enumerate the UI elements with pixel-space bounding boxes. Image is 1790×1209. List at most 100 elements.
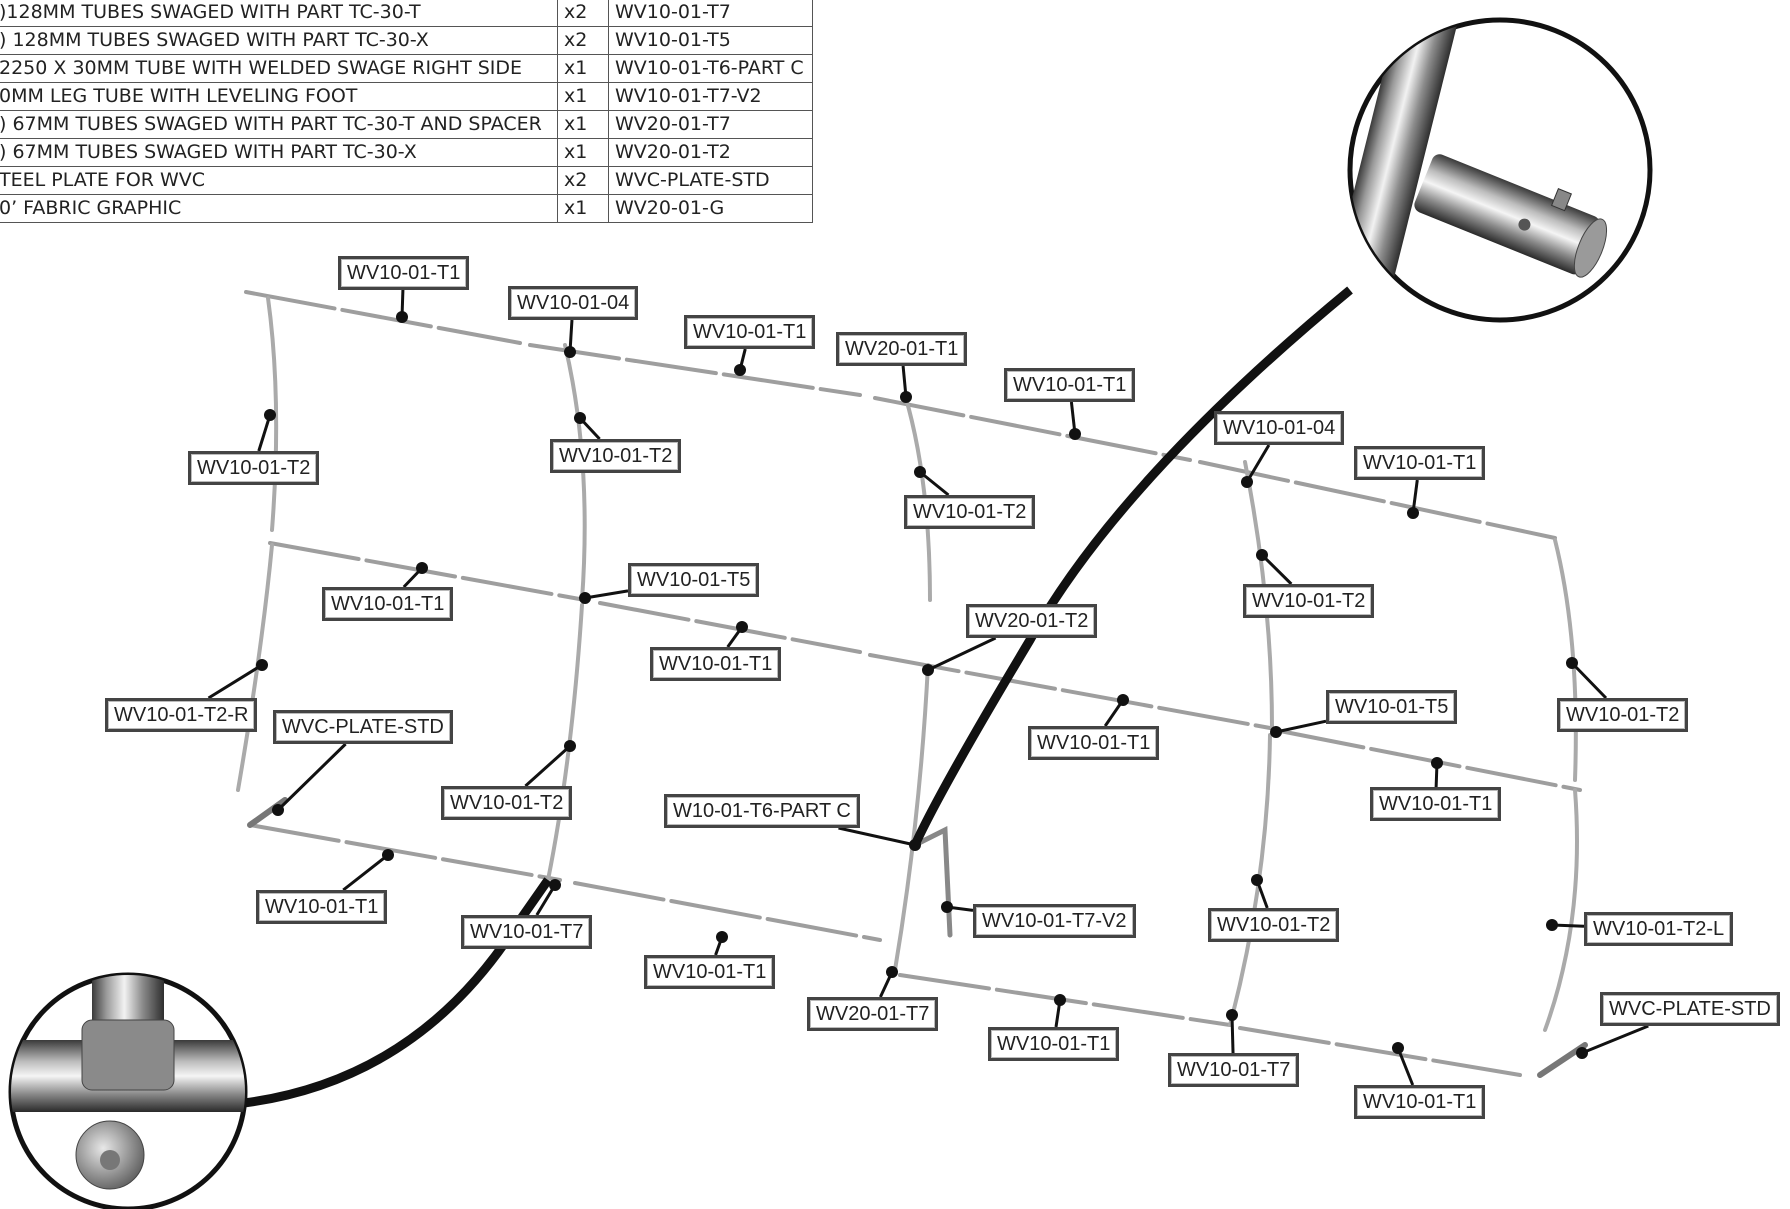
callout-label: WV10-01-T5 [1326,690,1458,724]
callout-label: WV20-01-T1 [836,332,968,366]
part-quantity: x2 [557,0,609,27]
leader-dot [900,391,912,403]
parts-table-row: 2250 X 30MM TUBE WITH WELDED SWAGE RIGHT… [0,54,813,83]
leader-dot [1546,919,1558,931]
part-description: ) 67MM TUBES SWAGED WITH PART TC-30-T AN… [0,110,558,139]
leader-line [927,636,997,672]
leader-dot [1054,994,1066,1006]
frame-tubes [236,290,1588,1078]
leader-dot [1256,549,1268,561]
callout-label: WV10-01-T7-V2 [973,904,1136,938]
leader-line [1230,1014,1235,1054]
callout-label: WV10-01-T7 [1168,1053,1300,1087]
leader-dot [1226,1009,1238,1021]
detail-circle-clamp [8,972,248,1209]
leader-dot [382,849,394,861]
part-description: 0MM LEG TUBE WITH LEVELING FOOT [0,82,558,111]
part-description: ) 128MM TUBES SWAGED WITH PART TC-30-X [0,26,558,55]
leader-line [1570,661,1608,700]
leader-line [257,414,272,452]
leader-dot [256,659,268,671]
part-number: WV10-01-T7-V2 [608,82,813,111]
leader-dot [579,592,591,604]
parts-table-row: ) 67MM TUBES SWAGED WITH PART TC-30-T AN… [0,110,813,139]
leader-dot [564,740,576,752]
callout-label: WV10-01-T5 [628,563,760,597]
part-quantity: x1 [557,82,609,111]
leader-dot [1117,694,1129,706]
part-quantity: x2 [557,166,609,195]
tube-top-rail [244,290,1557,540]
part-description: TEEL PLATE FOR WVC [0,166,558,195]
callout-label: WV10-01-T1 [650,647,782,681]
callout-label: WV10-01-T1 [1354,1085,1486,1119]
part-number: WV10-01-T5 [608,26,813,55]
callout-label: WVC-PLATE-STD [273,710,453,744]
leader-dot [909,839,921,851]
callout-label: WV10-01-T1 [1028,726,1160,760]
leader-line [584,589,629,600]
callout-label: WV10-01-T2-L [1584,912,1734,946]
part-quantity: x1 [557,110,609,139]
leader-line [1275,719,1327,734]
part-quantity: x1 [557,138,609,167]
leader-line [1581,1024,1649,1055]
leader-dot [734,364,746,376]
leader-line [276,742,347,812]
part-quantity: x1 [557,194,609,223]
callout-label: WV10-01-04 [1214,411,1345,445]
leader-dot [272,804,284,816]
leader-line [1396,1047,1415,1086]
leader-dot [914,466,926,478]
callout-label: WV10-01-T1 [684,315,816,349]
leader-dot [564,346,576,358]
part-number: WV10-01-T6-PART C [608,54,813,83]
leader-line [1245,444,1271,483]
leader-line [838,826,916,847]
leader-line [1260,553,1293,586]
part-number: WV20-01-G [608,194,813,223]
callout-label: WV10-01-T1 [1370,787,1502,821]
tube-vertical-3 [893,393,932,972]
tube-vertical-1 [236,296,279,792]
leader-dot [1431,757,1443,769]
part-description: )128MM TUBES SWAGED WITH PART TC-30-T [0,0,558,27]
callout-label: WVC-PLATE-STD [1600,992,1780,1026]
leader-line [919,470,950,497]
callout-label: WV10-01-T1 [322,587,454,621]
callout-leaders [207,289,1649,1086]
leader-dot [922,664,934,676]
leader-dot [549,879,561,891]
leader-dot [1576,1047,1588,1059]
leader-dot [396,311,408,323]
callout-label: WV10-01-T1 [644,955,776,989]
callout-label: WV10-01-04 [508,286,639,320]
leader-dot [1241,476,1253,488]
callout-label: WV10-01-T1 [338,256,470,290]
leader-dot [1392,1042,1404,1054]
tube-middle-rail [268,541,1582,792]
leader-dot [1566,657,1578,669]
part-description: 2250 X 30MM TUBE WITH WELDED SWAGE RIGHT… [0,54,558,83]
callout-label: WV10-01-T1 [256,890,388,924]
leader-dot [886,966,898,978]
leader-line [524,744,572,788]
part-quantity: x1 [557,54,609,83]
tube-vertical-5 [1543,538,1579,1032]
callout-label: WV10-01-T7 [461,915,593,949]
callout-label: WV10-01-T2 [1557,698,1689,732]
part-description: ) 67MM TUBES SWAGED WITH PART TC-30-X [0,138,558,167]
callout-label: W10-01-T6-PART C [664,794,860,828]
callout-label: WV10-01-T2 [1208,908,1340,942]
part-quantity: x2 [557,26,609,55]
part-number: WV20-01-T2 [608,138,813,167]
callout-label: WV10-01-T2 [188,451,320,485]
leader-dot [264,409,276,421]
leader-dot [941,901,953,913]
